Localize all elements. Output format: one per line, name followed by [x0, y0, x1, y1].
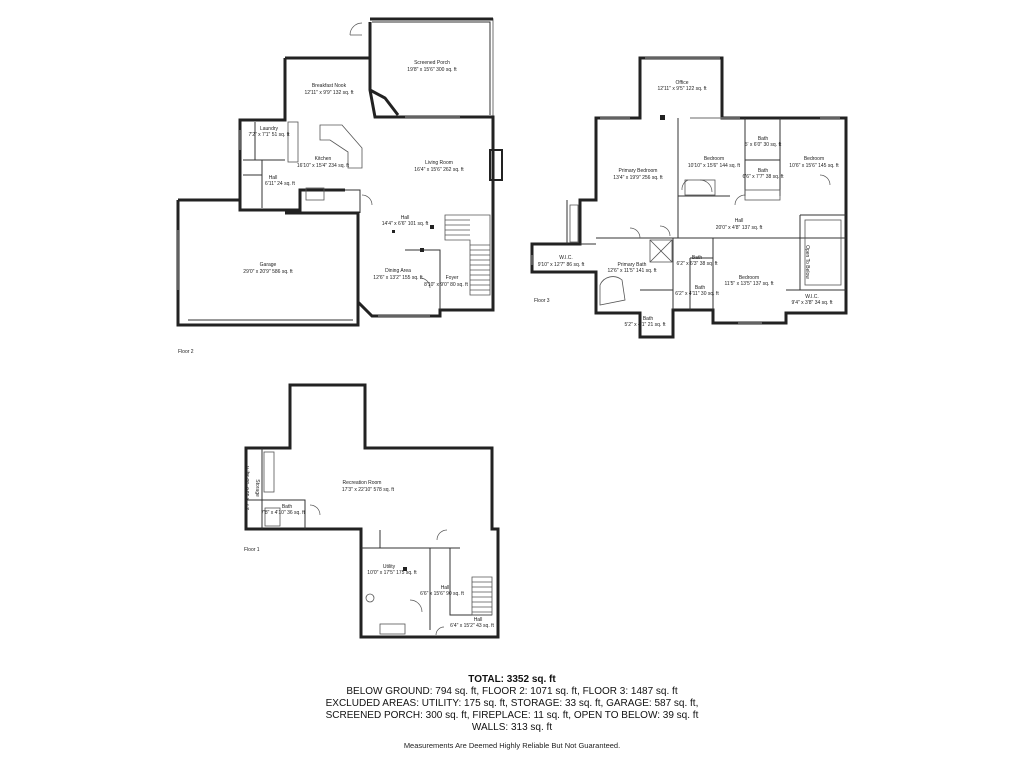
room-name: Bath	[695, 285, 706, 291]
room-name: W.I.C.	[805, 294, 819, 300]
room-name: Storage	[254, 479, 260, 497]
room-name: Kitchen	[315, 156, 332, 162]
room-dims: 14'4" x 6'6" 101 sq. ft	[382, 221, 429, 227]
floor-1-labels: Recreation Room 17'3" x 22'10" 578 sq. f…	[244, 465, 495, 629]
room-name: Bedroom	[739, 275, 759, 281]
room-dims: 6'6" x 7'7" 38 sq. ft	[742, 174, 784, 180]
room-name: Bedroom	[804, 156, 824, 162]
room-dims: 16'4" x 15'6" 262 sq. ft	[414, 167, 464, 173]
room-dims: 7'8" x 4'10" 36 sq. ft	[261, 510, 305, 516]
room-dims: 2'7" x 13'0" 33 sq. ft	[245, 465, 251, 509]
room-dims: 9'10" x 12'7" 86 sq. ft	[538, 262, 585, 268]
room-name: Hall	[735, 218, 744, 224]
room-dims: 9'4" x 3'8" 34 sq. ft	[791, 300, 833, 306]
room-dims: 11'5" x 13'5" 137 sq. ft	[724, 281, 774, 287]
room-dims: 12'11" x 9'9" 132 sq. ft	[304, 90, 354, 96]
room-dims: 20'0" x 4'8" 137 sq. ft	[716, 225, 763, 231]
room-name: Bath	[282, 504, 293, 510]
summary-line-4: WALLS: 313 sq. ft	[471, 722, 553, 733]
disclaimer: Measurements Are Deemed Highly Reliable …	[403, 741, 621, 750]
summary-line-1: BELOW GROUND: 794 sq. ft, FLOOR 2: 1071 …	[346, 686, 678, 697]
room-name: Screened Porch	[414, 60, 450, 66]
room-name: Laundry	[260, 126, 279, 132]
room-dims: 16'10" x 15'4" 234 sq. ft	[297, 163, 350, 169]
area-summary: TOTAL: 3352 sq. ft BELOW GROUND: 794 sq.…	[0, 674, 1024, 734]
room-dims: 6'4" x 15'2" 43 sq. ft	[450, 623, 494, 629]
room-name: Dining Area	[385, 268, 411, 274]
room-dims: 12'6" x 13'2" 155 sq. ft	[373, 275, 423, 281]
room-name: Bedroom	[704, 156, 724, 162]
room-dims: 5'2" x 4'1" 21 sq. ft	[624, 322, 666, 328]
room-name: Recreation Room	[343, 480, 382, 486]
floor-3-labels: Office 12'11" x 9'5" 122 sq. ft Primary …	[534, 80, 839, 328]
room-name: Hall	[441, 585, 450, 591]
room-dims: 6'2" x 4'11" 30 sq. ft	[675, 291, 719, 297]
room-name: Open To Below	[804, 245, 810, 279]
room-name: Primary Bath	[618, 262, 647, 268]
floor-label: Floor 1	[244, 547, 260, 553]
room-name: Bath	[758, 136, 769, 142]
floor-2-labels: Screened Porch 19'8" x 15'6" 300 sq. ft …	[178, 60, 469, 355]
floor-label: Floor 3	[534, 298, 550, 304]
summary-line-2: EXCLUDED AREAS: UTILITY: 175 sq. ft, STO…	[325, 698, 699, 709]
floor-2-plan	[176, 17, 503, 327]
room-dims: 12'6" x 11'5" 141 sq. ft	[607, 268, 657, 274]
room-name: Hall	[401, 215, 410, 221]
room-dims: 5' x 6'0" 30 sq. ft	[745, 142, 782, 148]
room-name: Garage	[260, 262, 277, 268]
room-name: Hall	[474, 617, 483, 623]
room-name: Foyer	[446, 275, 459, 281]
room-dims: 19'8" x 15'6" 300 sq. ft	[407, 67, 457, 73]
total-area: TOTAL: 3352 sq. ft	[468, 674, 556, 685]
room-name: Office	[676, 80, 689, 86]
room-dims: 6'6" x 15'6" 90 sq. ft	[420, 591, 464, 597]
room-dims: 6'11" 24 sq. ft	[265, 181, 295, 187]
room-name: Primary Bedroom	[619, 168, 658, 174]
room-name: Living Room	[425, 160, 453, 166]
room-dims: 12'11" x 9'5" 122 sq. ft	[657, 86, 707, 92]
floor-1-plan	[244, 383, 500, 639]
room-name: Bath	[758, 168, 769, 174]
room-dims: 29'0" x 20'9" 586 sq. ft	[243, 269, 293, 275]
room-dims: 10'0" x 17'5" 175 sq. ft	[367, 570, 417, 576]
room-dims: 10'6" x 15'6" 145 sq. ft	[789, 163, 839, 169]
room-dims: 17'3" x 22'10" 578 sq. ft	[342, 487, 395, 493]
room-dims: 13'4" x 19'9" 256 sq. ft	[613, 175, 663, 181]
floor-label: Floor 2	[178, 349, 194, 355]
room-name: Breakfast Nook	[312, 83, 347, 89]
room-dims: 10'10" x 15'6" 144 sq. ft	[688, 163, 741, 169]
room-name: Hall	[269, 175, 278, 181]
room-dims: 8'10" x 9'0" 80 sq. ft	[424, 282, 468, 288]
room-dims: 7'2" x 7'1" 51 sq. ft	[248, 132, 290, 138]
summary-line-3: SCREENED PORCH: 300 sq. ft, FIREPLACE: 1…	[325, 710, 699, 721]
room-name: W.I.C.	[559, 255, 573, 261]
room-name: Utility	[383, 564, 396, 570]
room-dims: 6'2" x 6'3" 38 sq. ft	[676, 261, 718, 267]
floor-3-plan	[530, 56, 848, 339]
room-name: Bath	[692, 255, 703, 261]
room-name: Bath	[643, 316, 654, 322]
